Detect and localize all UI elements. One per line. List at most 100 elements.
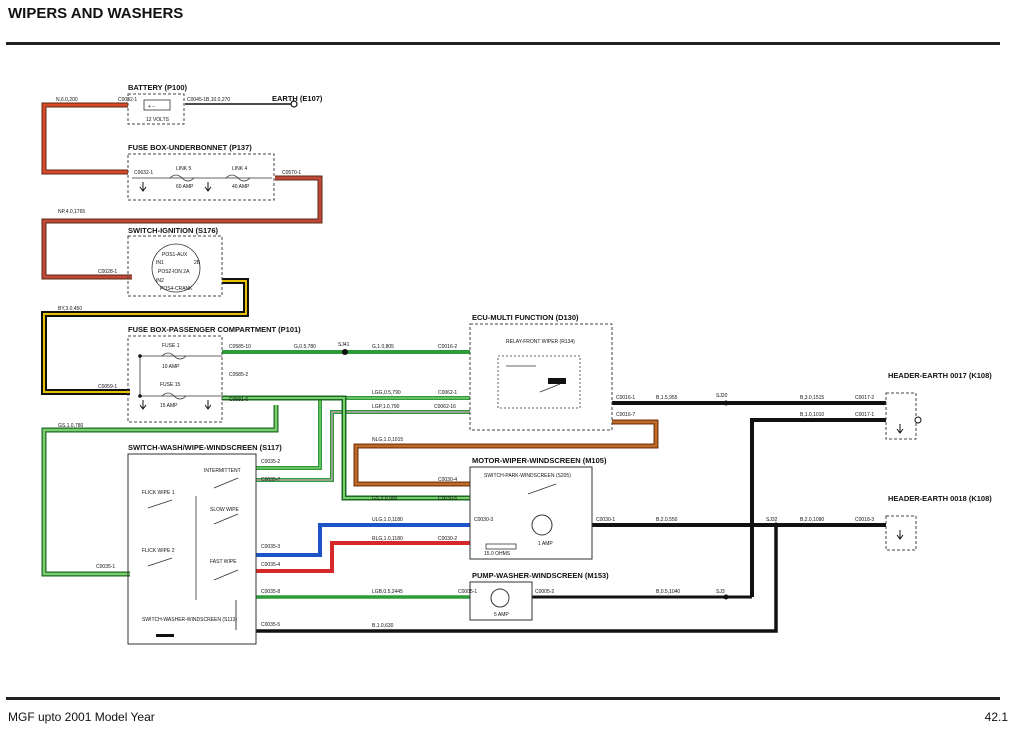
wire-label-b2: B,3.0,1515	[800, 395, 824, 401]
ecu-multi-function: ECU-MULTI FUNCTION (D130) RELAY-FRONT WI…	[434, 313, 635, 431]
switch-conn-c5: C0035-5	[261, 622, 280, 628]
wire-nlg-core	[354, 420, 658, 486]
wire-lgg-core	[256, 397, 470, 469]
wire-label-g: G,0.5,780	[294, 344, 316, 350]
svg-text:HEADER-EARTH 0017 (K108): HEADER-EARTH 0017 (K108)	[888, 371, 992, 380]
svg-text:1 AMP: 1 AMP	[538, 541, 553, 547]
svg-text:SWITCH-PARK-WINDSCREEN (S205): SWITCH-PARK-WINDSCREEN (S205)	[484, 473, 571, 479]
svg-text:LINK 5: LINK 5	[176, 166, 192, 172]
splice-sj41-label: SJ41	[338, 342, 350, 348]
splice-sj41	[342, 349, 348, 355]
svg-text:MOTOR-WIPER-WINDSCREEN (M105): MOTOR-WIPER-WINDSCREEN (M105)	[472, 456, 607, 465]
svg-text:IN1: IN1	[156, 260, 164, 266]
splice-sj32	[773, 522, 779, 528]
svg-text:C0005-1: C0005-1	[458, 589, 477, 595]
svg-text:POS4-CRANK: POS4-CRANK	[160, 286, 193, 292]
header-earth-0017: HEADER-EARTH 0017 (K108) C0017-2 C0017-1	[855, 371, 992, 440]
wire-label-b4: B,2.0,550	[656, 517, 678, 523]
fusebox-underbonnet: FUSE BOX-UNDERBONNET (P137) C0632-1 C057…	[127, 143, 301, 201]
switch-conn-c4: C0035-4	[261, 562, 280, 568]
svg-text:C0016-7: C0016-7	[616, 412, 635, 418]
svg-text:PUMP-WASHER-WINDSCREEN (M153): PUMP-WASHER-WINDSCREEN (M153)	[472, 571, 609, 580]
wire-gs-inner	[42, 405, 278, 576]
wire-label-ulg: ULG,1.0,1180	[372, 517, 403, 523]
wire-label-bat-earth: B,10.0,270	[206, 97, 230, 103]
svg-text:C0030-2: C0030-2	[438, 536, 457, 542]
splice-sj32-label: SJ32	[766, 517, 778, 523]
svg-text:C0017-1: C0017-1	[855, 412, 874, 418]
svg-text:15 AMP: 15 AMP	[160, 403, 178, 409]
footer-model: MGF upto 2001 Model Year	[8, 710, 155, 724]
svg-text:C0018-3: C0018-3	[855, 517, 874, 523]
svg-text:FLICK WIPE 2: FLICK WIPE 2	[142, 548, 175, 554]
svg-text:SLOW WIPE: SLOW WIPE	[210, 507, 240, 513]
wire-label-b3: B,1.0,1010	[800, 412, 824, 418]
fusebox-pc-conn-r2: C0585-2	[229, 372, 248, 378]
switch-conn-left: C0035-1	[96, 564, 115, 570]
page-title: WIPERS AND WASHERS	[8, 5, 184, 22]
svg-text:C0017-2: C0017-2	[855, 395, 874, 401]
svg-text:5 AMP: 5 AMP	[494, 612, 509, 618]
wire-rlg	[256, 541, 470, 573]
splice-sj20	[723, 400, 729, 406]
svg-text:C0016-1: C0016-1	[616, 395, 635, 401]
wire-label-np: NP,4.0,1765	[58, 209, 85, 215]
wire-label-lgb: LGB,0.5,2445	[372, 589, 403, 595]
wire-by-inner	[43, 280, 247, 393]
svg-text:FUSE BOX-PASSENGER COMPARTMENT: FUSE BOX-PASSENGER COMPARTMENT (P101)	[128, 325, 301, 334]
wire-label-g2: G,1.0,805	[372, 344, 394, 350]
splice-sj3	[723, 594, 729, 600]
switch-wash-wipe: SWITCH-WASH/WIPE-WINDSCREEN (S117) INTER…	[127, 443, 282, 645]
svg-text:SWITCH-WASH/WIPE-WINDSCREEN (S: SWITCH-WASH/WIPE-WINDSCREEN (S117)	[128, 443, 282, 452]
earth-e107-label: EARTH (E107)	[272, 94, 323, 103]
earth-e107-terminal	[290, 100, 298, 108]
svg-text:SWITCH-IGNITION (S176): SWITCH-IGNITION (S176)	[128, 226, 219, 235]
switch-ignition: SWITCH-IGNITION (S176) POS1-AUX IN1 2B P…	[127, 226, 223, 297]
fusebox-pc-conn-r3: C0581-6	[229, 397, 248, 403]
wire-label-nlg: NLG,1.0,1015	[372, 437, 403, 443]
svg-text:ECU-MULTI FUNCTION (D130): ECU-MULTI FUNCTION (D130)	[472, 313, 579, 322]
footer-rule	[6, 697, 1000, 700]
splice-sj3-label: SJ3	[716, 589, 725, 595]
header-earth-0018: HEADER-EARTH 0018 (K108) C0018-3	[855, 494, 992, 551]
wire-label-by: BY,3.0,450	[58, 306, 82, 312]
svg-text:FUSE BOX-UNDERBONNET (P137): FUSE BOX-UNDERBONNET (P137)	[128, 143, 252, 152]
svg-text:C0062-16: C0062-16	[434, 404, 456, 410]
svg-text:HEADER-EARTH 0018 (K108): HEADER-EARTH 0018 (K108)	[888, 494, 992, 503]
switch-conn-c8: C0035-8	[261, 589, 280, 595]
svg-text:RELAY-FRONT WIPER (R134): RELAY-FRONT WIPER (R134)	[506, 339, 575, 345]
wire-label-b1: B,1.5,955	[656, 395, 678, 401]
wire-label-n: N,6.0,200	[56, 97, 78, 103]
svg-text:FUSE 15: FUSE 15	[160, 382, 181, 388]
svg-text:+ −: + −	[148, 104, 155, 110]
wire-label-gs: GS,1.0,780	[58, 423, 84, 429]
svg-text:15.0 OHMS: 15.0 OHMS	[484, 551, 511, 557]
svg-text:C0005-2: C0005-2	[535, 589, 554, 595]
svg-text:40 AMP: 40 AMP	[232, 184, 250, 190]
svg-text:C0030-4: C0030-4	[438, 477, 457, 483]
wire-b-sj32-header17	[750, 418, 886, 597]
motor-wiper-windscreen: MOTOR-WIPER-WINDSCREEN (M105) SWITCH-PAR…	[438, 456, 615, 560]
svg-text:10 AMP: 10 AMP	[162, 364, 180, 370]
wire-n-outer	[41, 102, 128, 175]
wire-np-inner	[42, 176, 322, 279]
svg-text:C0030-5: C0030-5	[438, 496, 457, 502]
svg-text:LINK 4: LINK 4	[232, 166, 248, 172]
svg-text:INTERMITTENT: INTERMITTENT	[204, 468, 241, 474]
svg-text:POS2-ION 2A: POS2-ION 2A	[158, 269, 190, 275]
wire-label-lgp: LGP,1.0,790	[372, 404, 400, 410]
svg-text:FUSE 1: FUSE 1	[162, 343, 180, 349]
switch-conn-c7: C0035-7	[261, 477, 280, 483]
svg-text:12 VOLTS: 12 VOLTS	[146, 117, 170, 123]
svg-text:C0016-2: C0016-2	[438, 344, 457, 350]
battery: BATTERY (P100) + − 12 VOLTS C0032-1 C004…	[118, 83, 206, 125]
fusebox-passenger: FUSE BOX-PASSENGER COMPARTMENT (P101) FU…	[127, 325, 301, 423]
wire-lgp-core	[256, 411, 470, 481]
wire-label-rlg: RLG,1.0,1180	[372, 536, 403, 542]
fusebox-pc-conn-r1: C0585-10	[229, 344, 251, 350]
svg-text:C0632-1: C0632-1	[134, 170, 153, 176]
svg-text:POS1-AUX: POS1-AUX	[162, 252, 188, 258]
splice-sj20-label: SJ20	[716, 393, 728, 399]
pump-washer-windscreen: PUMP-WASHER-WINDSCREEN (M153) 5 AMP C000…	[458, 571, 609, 621]
